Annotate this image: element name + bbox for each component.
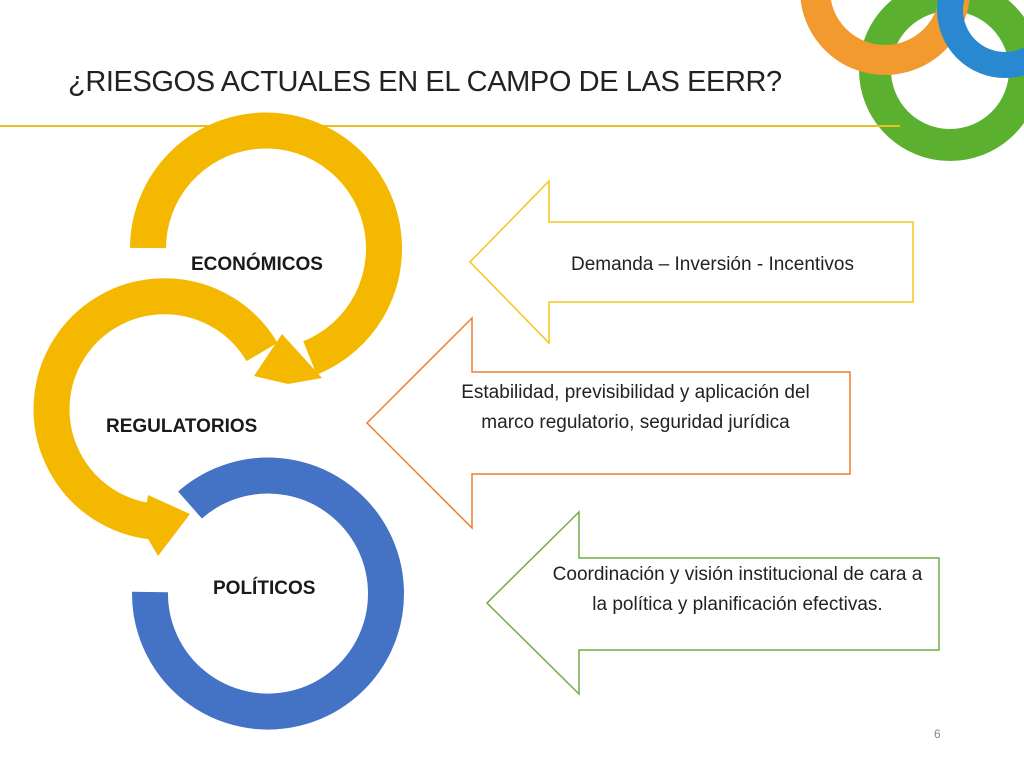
ring-economicos-arrowhead [254,334,322,384]
deco-ring-orange [800,0,970,75]
ring-regulatorios-arrowhead [143,495,190,556]
decorative-rings [800,0,1024,161]
label-politicos: POLÍTICOS [213,578,316,599]
title-divider [0,125,900,127]
deco-ring-blue [937,0,1024,78]
ring-regulatorios [33,278,278,540]
label-regulatorios: REGULATORIOS [106,416,258,437]
arrow-2-text: Estabilidad, previsibilidad y aplicación… [461,382,810,433]
arrow-3-shape [485,510,940,696]
page-number: 6 [934,727,941,741]
arrow-1-shape [468,179,914,345]
slide-title: ¿RIESGOS ACTUALES EN EL CAMPO DE LAS EER… [68,66,782,98]
arrow-1-text: Demanda – Inversión - Incentivos [570,254,855,275]
arrow-3-text: Coordinación y visión institucional de c… [552,564,923,615]
ring-economicos [130,112,402,375]
label-economicos: ECONÓMICOS [191,254,323,275]
arrow-2-shape [365,316,851,530]
ring-politicos [131,457,404,730]
